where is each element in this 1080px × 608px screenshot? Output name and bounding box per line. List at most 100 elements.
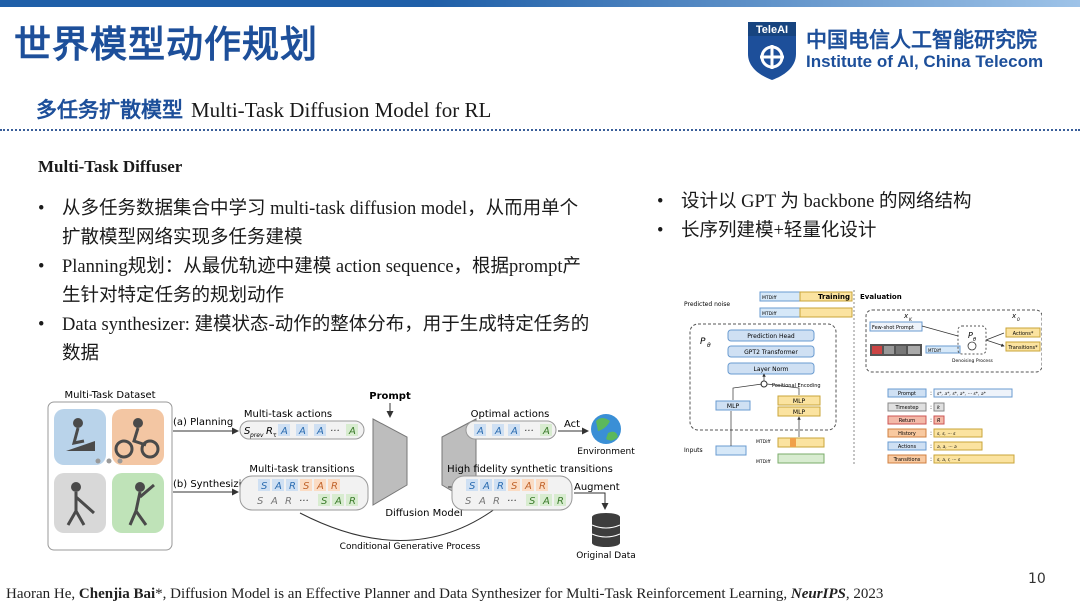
gpt2-label: GPT2 Transformer [744, 349, 798, 356]
augment-label: Augment [574, 482, 620, 493]
prompt-label: Prompt [369, 391, 411, 402]
legend-label: Transitions [893, 457, 921, 463]
x-k-sub: K [909, 317, 913, 323]
mtdiff-model-box [689, 323, 837, 431]
token-s: S [261, 481, 268, 492]
citation-authors: Haoran He, [6, 586, 79, 602]
token-a: A [510, 426, 518, 437]
evaluation-label: Evaluation [860, 293, 902, 301]
legend-rows: Prompt : s*, a*, s*, a*, ··· s*, a* Time… [887, 388, 1015, 464]
token-a: A [298, 426, 306, 437]
layer-norm-label: Layer Norm [753, 366, 788, 373]
few-shot-prompt-label: Few-shot Prompt [872, 325, 914, 331]
page-number: 10 [1028, 571, 1046, 587]
globe-icon [591, 414, 621, 444]
subtitle-cn: 多任务扩散模型 [36, 98, 183, 122]
original-data-label: Original Data [576, 551, 636, 561]
token-a: A [348, 426, 356, 437]
token-a: A [476, 426, 484, 437]
multitask-diffuser-figure: Multi-Task Dataset (a) Planning Multi-ta… [47, 390, 636, 561]
cond-process-arrow [299, 496, 511, 541]
dataset-box [47, 401, 173, 551]
legend-label: Return [899, 418, 916, 424]
token-ellipsis: ··· [299, 496, 309, 507]
list-item: 从多任务数据集合中学习 multi-task diffusion model，从… [36, 195, 596, 253]
logo-wordmark: TeleAI [756, 24, 788, 36]
token-a: A [270, 496, 278, 507]
prediction-head-label: Prediction Head [747, 333, 795, 340]
cond-process-label: Conditional Generative Process [340, 542, 481, 552]
inputs-label: Inputs [684, 447, 703, 454]
org-name-en: Institute of AI, China Telecom [806, 52, 1044, 71]
token-a: A [542, 426, 550, 437]
prompt-seq-s: S [244, 426, 251, 437]
citation-year: , 2023 [845, 586, 884, 602]
token-s: S [469, 481, 476, 492]
token-a: A [542, 496, 550, 507]
transition-tokens-left: S A R S A R S A R ··· S A R [257, 479, 358, 507]
org-name-cn: 中国电信人工智能研究院 [806, 28, 1037, 52]
actions-star-label: Actions* [1013, 331, 1034, 337]
training-label: Training [818, 293, 850, 301]
p-theta-eval-label: P [968, 331, 973, 340]
token-a: A [316, 426, 324, 437]
token-a: A [478, 496, 486, 507]
planning-label: (a) Planning [173, 417, 233, 428]
hf-transitions-label: High fidelity synthetic transitions [447, 464, 613, 475]
action-tokens-left: A A A ··· A [278, 424, 358, 437]
legend-value: R [937, 418, 940, 424]
legend-value: s, a, r, ··· s [937, 457, 961, 463]
mtdiff-tag: MTDiff [756, 459, 771, 465]
token-r: R [497, 481, 504, 492]
action-tokens-right: A A A ··· A [474, 424, 552, 437]
synth-label: (b) Synthesizing [173, 479, 254, 490]
mlp-label: MLP [793, 409, 806, 416]
citation-venue: NeurIPS [790, 586, 846, 602]
x-0-sub: 0 [1017, 317, 1020, 323]
legend-label: Timestep [894, 405, 918, 411]
token-ellipsis: ··· [524, 426, 534, 437]
subtitle-en: Multi-Task Diffusion Model for RL [191, 98, 492, 122]
legend-label: Prompt [898, 391, 916, 397]
list-item: 长序列建模+轻量化设计 [655, 217, 1055, 246]
p-theta-sub: θ [707, 342, 711, 349]
task-icon-cycling [112, 409, 164, 465]
diffusion-model-label: Diffusion Model [385, 508, 462, 519]
svg-text::: : [930, 456, 932, 463]
environment-label: Environment [577, 447, 635, 457]
token-a: A [274, 481, 282, 492]
slide-title: 世界模型动作规划 [14, 23, 318, 66]
citation: Haoran He, Chenjia Bai*, Diffusion Model… [6, 586, 883, 603]
teleai-shield-logo: TeleAI [748, 22, 796, 80]
mtdiff-tag: MTDiff [756, 439, 771, 445]
database-icon [591, 513, 621, 547]
token-s: S [465, 496, 472, 507]
token-s: S [511, 481, 518, 492]
left-bullet-list: 从多任务数据集合中学习 multi-task diffusion model，从… [36, 195, 596, 369]
token-a: A [524, 481, 532, 492]
mtdiff-tag: MTDiff [762, 295, 777, 301]
token-a: A [494, 426, 502, 437]
positional-encoding-label: Positional Encoding [772, 383, 821, 389]
list-item: Data synthesizer: 建模状态-动作的整体分布，用于生成特定任务的… [36, 311, 596, 369]
list-item: 设计以 GPT 为 backbone 的网络结构 [655, 188, 1055, 217]
svg-text::: : [930, 430, 932, 437]
token-r: R [557, 496, 564, 507]
token-s: S [303, 481, 310, 492]
prompt-seq-r-sub: τ [273, 432, 277, 439]
mt-transitions-label: Multi-task transitions [249, 464, 354, 475]
list-item: Planning规划：从最优轨迹中建模 action sequence，根据pr… [36, 253, 596, 311]
denoising-process-label: Denoising Process [952, 358, 994, 364]
token-r: R [493, 496, 500, 507]
token-s: S [529, 496, 536, 507]
citation-corresponding-author: Chenjia Bai [78, 586, 156, 602]
citation-title: *, Diffusion Model is an Effective Plann… [155, 586, 791, 602]
token-a: A [316, 481, 324, 492]
prompt-seq-s-sub: prev [249, 432, 264, 439]
mtdiff-tag: MTDiff [762, 311, 777, 317]
token-ellipsis: ··· [507, 496, 517, 507]
mlp-label: MLP [793, 398, 806, 405]
mtdiff-tag: MTDiff [928, 348, 941, 353]
token-s: S [257, 496, 264, 507]
legend-label: Actions [898, 444, 917, 450]
